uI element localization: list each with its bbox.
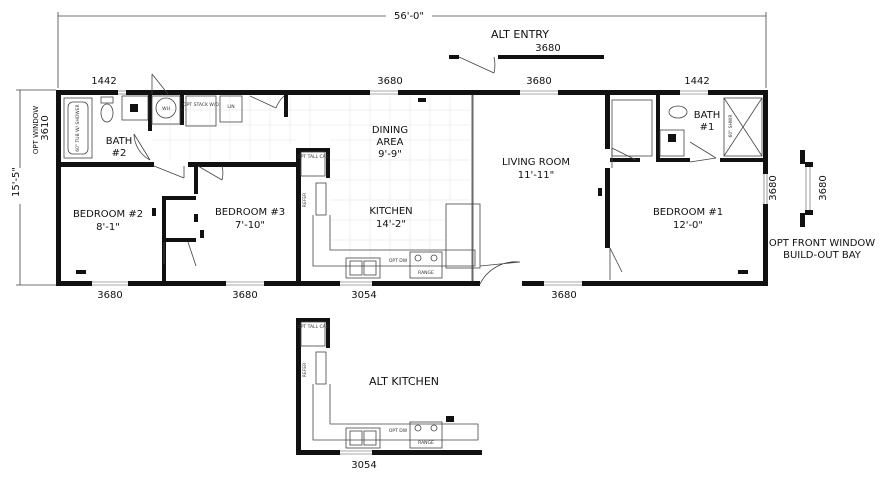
alt-range-label: RANGE [418, 440, 434, 446]
living-room-name: LIVING ROOM [502, 157, 570, 168]
refer-label: REFER [302, 193, 308, 208]
overall-length-dimension: 56'-0" [57, 9, 767, 88]
dining-name-2: AREA [377, 137, 404, 148]
interior-walls [56, 95, 768, 286]
alt-kitchen-plan: OPT TALL CAB REFER OPT DW RANGE [296, 318, 482, 455]
bath1-fixtures: 60" SHWR [611, 97, 763, 157]
living-room-size: 11'-11" [518, 170, 554, 181]
bath2-number: #2 [112, 148, 127, 159]
window-label-top-left: 1442 [91, 76, 116, 87]
alt-entry-label: ALT ENTRY [491, 28, 549, 41]
dining-size: 9'-9" [378, 149, 402, 160]
build-out-bay-label: BUILD-OUT BAY [783, 250, 862, 261]
window-label-top-living: 3680 [526, 76, 551, 87]
living-divider [471, 94, 474, 282]
opt-window-label: OPT WINDOW [32, 106, 40, 154]
window-label-bottom-kitchen: 3054 [351, 290, 376, 301]
exterior-walls [56, 90, 768, 286]
window-label-bottom-living: 3680 [551, 290, 576, 301]
kitchen-size: 14'-2" [376, 219, 406, 230]
interior-doors [133, 73, 717, 285]
lin-label: LIN [227, 104, 234, 110]
window-label-bottom-bed3: 3680 [232, 290, 257, 301]
tub-label: 60" TUB W/ SHOWER [75, 104, 81, 151]
kitchen-name: KITCHEN [369, 206, 412, 217]
window-label-left: 3610 [40, 115, 51, 140]
window-label-bay: 3680 [818, 175, 829, 200]
wh-label: WH [162, 106, 170, 112]
bedroom1-name: BEDROOM #1 [653, 207, 723, 218]
range-label: RANGE [418, 270, 434, 276]
bath1-name: BATH [694, 110, 721, 121]
overall-width-label: 15'-5" [11, 167, 22, 197]
dining-name-1: DINING [372, 125, 408, 136]
opt-front-window-label: OPT FRONT WINDOW [769, 238, 875, 249]
window-symbols [92, 90, 768, 286]
alt-refer-label: REFER [302, 363, 308, 378]
bedroom3-size: 7'-10" [235, 220, 265, 231]
alt-kitchen-label: ALT KITCHEN [369, 375, 439, 388]
window-label-right-bed1: 3680 [768, 175, 779, 200]
shower-label: 60" SHWR [728, 114, 734, 137]
kitchen-fixtures: OPT TALL CAB REFER OPT DW RANGE [297, 151, 481, 279]
bath1-number: #1 [700, 122, 715, 133]
opt-stack-label: OPT STACK W/D [183, 102, 219, 108]
window-label-top-mid: 3680 [377, 76, 402, 87]
dining-floor-grid [152, 95, 470, 260]
window-label-top-right: 1442 [684, 76, 709, 87]
bedroom1-size: 12'-0" [673, 220, 703, 231]
alt-entry-wall [449, 55, 604, 74]
window-label-bottom-bed2: 3680 [97, 290, 122, 301]
window-label-alt-kitchen: 3054 [351, 460, 376, 471]
bedroom2-size: 8'-1" [96, 222, 120, 233]
alt-opt-dw-label: OPT DW [389, 428, 408, 434]
alt-entry-window-label: 3680 [535, 43, 560, 54]
bath2-fixtures: 60" TUB W/ SHOWER WH OPT STACK W/D LIN [63, 95, 243, 159]
overall-width-dimension: 15'-5" [11, 89, 56, 286]
alt-upper-cab-label: OPT TALL CAB [297, 324, 329, 330]
overall-length-label: 56'-0" [394, 11, 424, 22]
opt-dw-label: OPT DW [389, 258, 408, 264]
upper-cab-label: OPT TALL CAB [297, 154, 329, 160]
bay-window [800, 150, 813, 227]
bedroom2-name: BEDROOM #2 [73, 209, 143, 220]
bath2-name: BATH [106, 136, 133, 147]
bedroom3-name: BEDROOM #3 [215, 207, 285, 218]
